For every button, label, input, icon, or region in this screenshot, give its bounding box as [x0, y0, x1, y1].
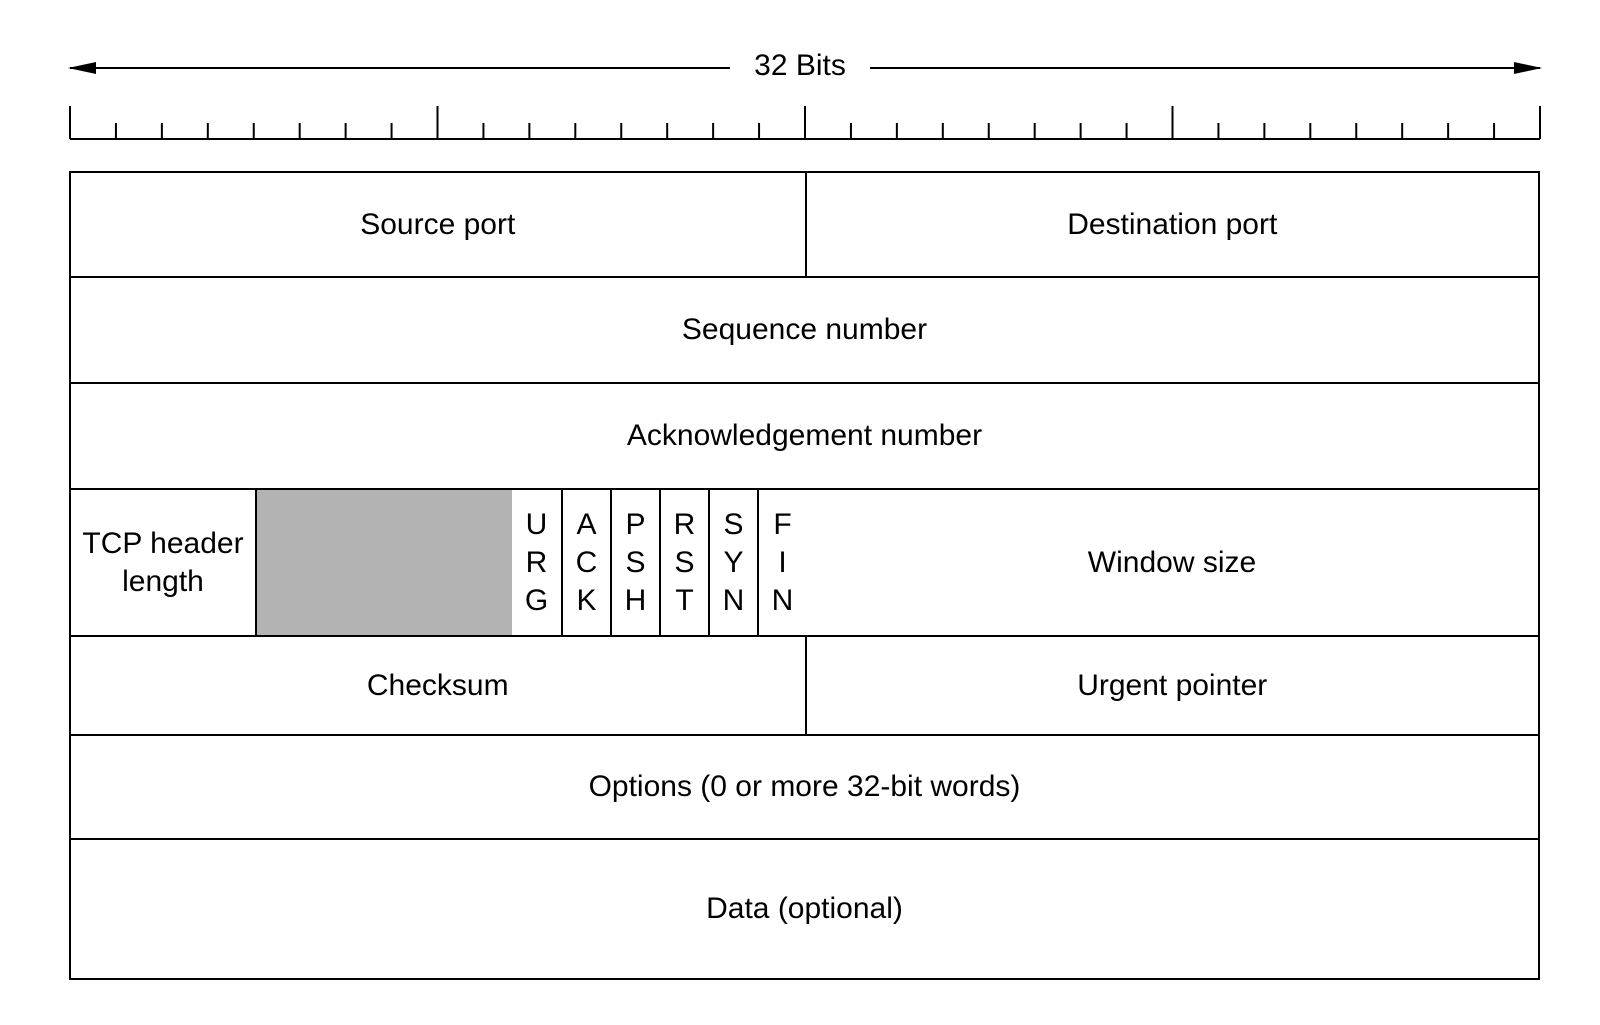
field-urgent-pointer: Urgent pointer	[804, 637, 1539, 734]
flag-letter: U	[525, 507, 548, 541]
row-acknowledgement: Acknowledgement number	[69, 384, 1540, 490]
flag-letter: S	[674, 545, 695, 579]
field-sequence-number: Sequence number	[681, 313, 928, 346]
flag-letter: T	[675, 583, 694, 617]
field-acknowledgement-number: Acknowledgement number	[626, 419, 983, 452]
width-label: 32 Bits	[730, 45, 870, 87]
field-options: Options (0 or more 32-bit words)	[588, 770, 1021, 803]
row-sequence: Sequence number	[69, 278, 1540, 384]
row-ports: Source port Destination port	[69, 171, 1540, 278]
flag-letter: R	[673, 507, 696, 541]
field-destination-port: Destination port	[804, 173, 1539, 276]
field-tcp-header-length: TCP header length	[82, 526, 244, 598]
flag-letter: C	[575, 545, 598, 579]
flag-letter: H	[624, 583, 647, 617]
bit-ticks	[69, 106, 1541, 139]
flag-letter: N	[771, 583, 794, 617]
flag-letter: A	[576, 507, 597, 541]
flag-letter: Y	[723, 545, 744, 579]
field-reserved	[255, 490, 512, 635]
flag-letter: S	[625, 545, 646, 579]
flag-letter: S	[723, 507, 744, 541]
flag-letter: G	[524, 583, 549, 617]
field-window-size: Window size	[1087, 545, 1257, 579]
row-checksum: Checksum Urgent pointer	[69, 637, 1540, 736]
row-options: Options (0 or more 32-bit words)	[69, 736, 1540, 840]
flag-letter: I	[778, 545, 787, 579]
field-checksum: Checksum	[366, 668, 509, 702]
tcp-header-table: Source port Destination port Sequence nu…	[69, 171, 1540, 980]
flag-letter: F	[773, 507, 792, 541]
field-source-port: Source port	[360, 207, 516, 241]
flag-letter: P	[625, 507, 646, 541]
flag-letter: N	[722, 583, 745, 617]
field-data: Data (optional)	[706, 892, 903, 925]
flag-letter: K	[576, 583, 597, 617]
flag-letter: R	[525, 545, 548, 579]
row-data: Data (optional)	[69, 840, 1540, 980]
